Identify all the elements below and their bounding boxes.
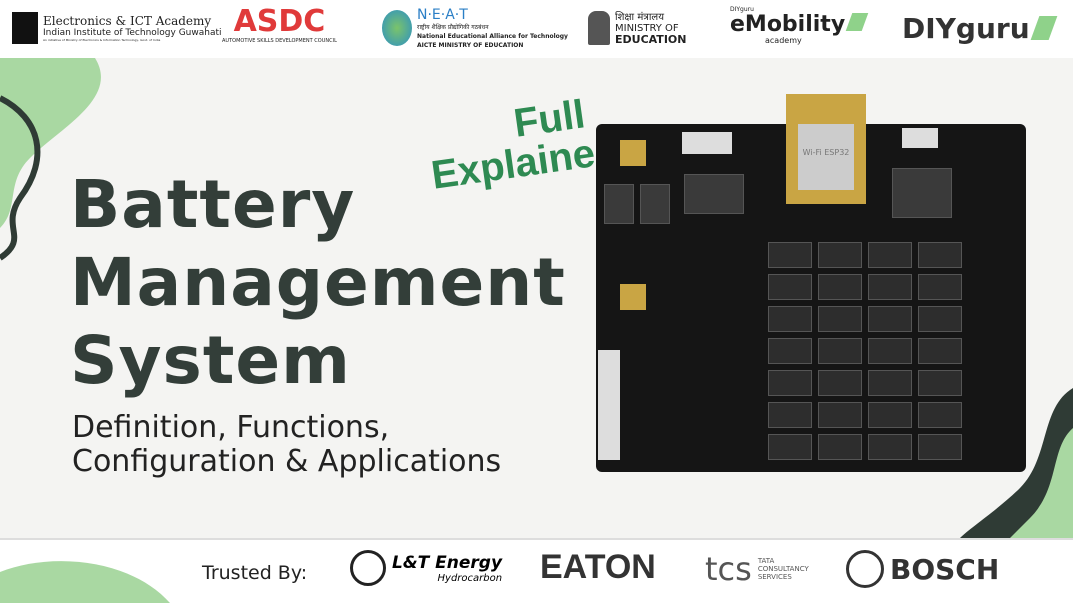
partner-bosch: BOSCH (846, 550, 999, 588)
mosfet (918, 402, 962, 428)
emobility-pre: DIYguru (730, 6, 754, 13)
eaton-name: EATON (540, 548, 656, 586)
bosch-name: BOSCH (890, 552, 1000, 586)
moe-line3: EDUCATION (615, 32, 687, 46)
mosfet (868, 274, 912, 300)
moe-logo: शिक्षा मंत्रालय MINISTRY OF EDUCATION (588, 6, 686, 50)
neat-line3: National Educational Alliance for Techno… (417, 32, 568, 40)
blob-dark-line (0, 95, 41, 261)
mosfet (918, 370, 962, 396)
ic-chip (684, 174, 744, 214)
mosfet (768, 434, 812, 460)
mosfet (918, 338, 962, 364)
diyguru-logo: DIYguru (902, 6, 1058, 50)
neat-logo: N·E·A·T राष्ट्रीय शैक्षिक प्रौद्योगिकी ग… (382, 6, 568, 50)
mosfet (768, 402, 812, 428)
partner-lt-energy: L&T Energy Hydrocarbon (350, 550, 502, 586)
mosfet (918, 242, 962, 268)
blob-light-bottom (1010, 428, 1073, 538)
eict-name: Electronics & ICT Academy (43, 14, 212, 28)
pad (620, 140, 646, 166)
mosfet (604, 184, 634, 224)
mosfet (818, 402, 862, 428)
hero: Full Explained Battery Management System… (0, 58, 1073, 538)
mosfet (868, 242, 912, 268)
mosfet (640, 184, 670, 224)
ic-chip (892, 168, 952, 218)
mosfet (868, 402, 912, 428)
mosfet (868, 434, 912, 460)
mosfet (868, 338, 912, 364)
connector (598, 350, 620, 460)
lt-sub: Hydrocarbon (437, 572, 503, 584)
mosfet (818, 242, 862, 268)
subtitle: Definition, Functions, Configuration & A… (72, 411, 501, 479)
partner-eaton: EATON (540, 548, 656, 587)
lt-name: L&T Energy (392, 552, 503, 573)
blob-light-top (0, 58, 101, 228)
asdc-logo: ASDC AUTOMOTIVE SKILLS DEVELOPMENT COUNC… (222, 6, 337, 50)
eict-line3: An initiative of Ministry of Electronics… (43, 38, 161, 42)
eict-logo: Electronics & ICT Academy Indian Institu… (12, 6, 222, 50)
tcs-name: tcs (705, 550, 752, 588)
logo-bar: Electronics & ICT Academy Indian Institu… (0, 0, 1073, 58)
page-title: Battery Management System (70, 166, 566, 400)
title-line-2: Management (70, 244, 566, 321)
subtitle-line-2: Configuration & Applications (72, 444, 502, 479)
wifi-module-label: Wi-Fi ESP32 (798, 124, 854, 190)
mosfet (768, 370, 812, 396)
emblem-icon (588, 11, 610, 45)
title-line-1: Battery (70, 166, 356, 243)
asdc-name: ASDC (233, 4, 326, 39)
eict-emblem-icon (12, 12, 38, 44)
bms-circuit-board-image: Wi-Fi ESP32 (596, 94, 1026, 472)
trusted-by-label: Trusted By: (202, 562, 308, 584)
mosfet (918, 306, 962, 332)
title-line-3: System (70, 322, 351, 399)
moe-hindi: शिक्षा मंत्रालय (615, 11, 664, 23)
mosfet (768, 306, 812, 332)
asdc-subtitle: AUTOMOTIVE SKILLS DEVELOPMENT COUNCIL (222, 38, 337, 44)
tree-icon (382, 10, 412, 46)
mosfet (768, 338, 812, 364)
emobility-logo: DIYguru eMobility academy (730, 6, 869, 50)
mosfet (818, 306, 862, 332)
eict-line2: Indian Institute of Technology Guwahati (43, 28, 222, 38)
mosfet (768, 242, 812, 268)
slash-icon (1030, 16, 1058, 40)
mosfet (818, 370, 862, 396)
moe-line2: MINISTRY OF (615, 22, 679, 34)
mosfet (818, 274, 862, 300)
tcs-sub: TATA CONSULTANCY SERVICES (757, 557, 809, 581)
connector (682, 132, 732, 154)
mosfet (768, 274, 812, 300)
decorative-blob (0, 561, 170, 603)
mosfet (868, 370, 912, 396)
mosfet (868, 306, 912, 332)
mosfet (918, 274, 962, 300)
emobility-academy: academy (765, 36, 802, 45)
mosfet (918, 434, 962, 460)
emobility-name: eMobility (730, 12, 846, 37)
lt-logo-icon (350, 550, 386, 586)
trusted-by-bar: Trusted By: L&T Energy Hydrocarbon EATON… (0, 538, 1073, 603)
diyguru-name: DIYguru (902, 11, 1030, 45)
slash-icon (845, 13, 869, 31)
partner-tcs: tcs TATA CONSULTANCY SERVICES (705, 550, 818, 588)
mosfet (818, 434, 862, 460)
neat-name: N·E·A·T (417, 6, 468, 23)
mosfet (818, 338, 862, 364)
wifi-module: Wi-Fi ESP32 (786, 94, 866, 204)
neat-hindi: राष्ट्रीय शैक्षिक प्रौद्योगिकी गठबंधन (417, 23, 489, 31)
connector (902, 128, 938, 148)
bosch-armature-icon (846, 550, 884, 588)
neat-line4: AICTE MINISTRY OF EDUCATION (417, 41, 524, 49)
subtitle-line-1: Definition, Functions, (72, 410, 390, 445)
decorative-blobs (0, 58, 1073, 538)
pad (620, 284, 646, 310)
